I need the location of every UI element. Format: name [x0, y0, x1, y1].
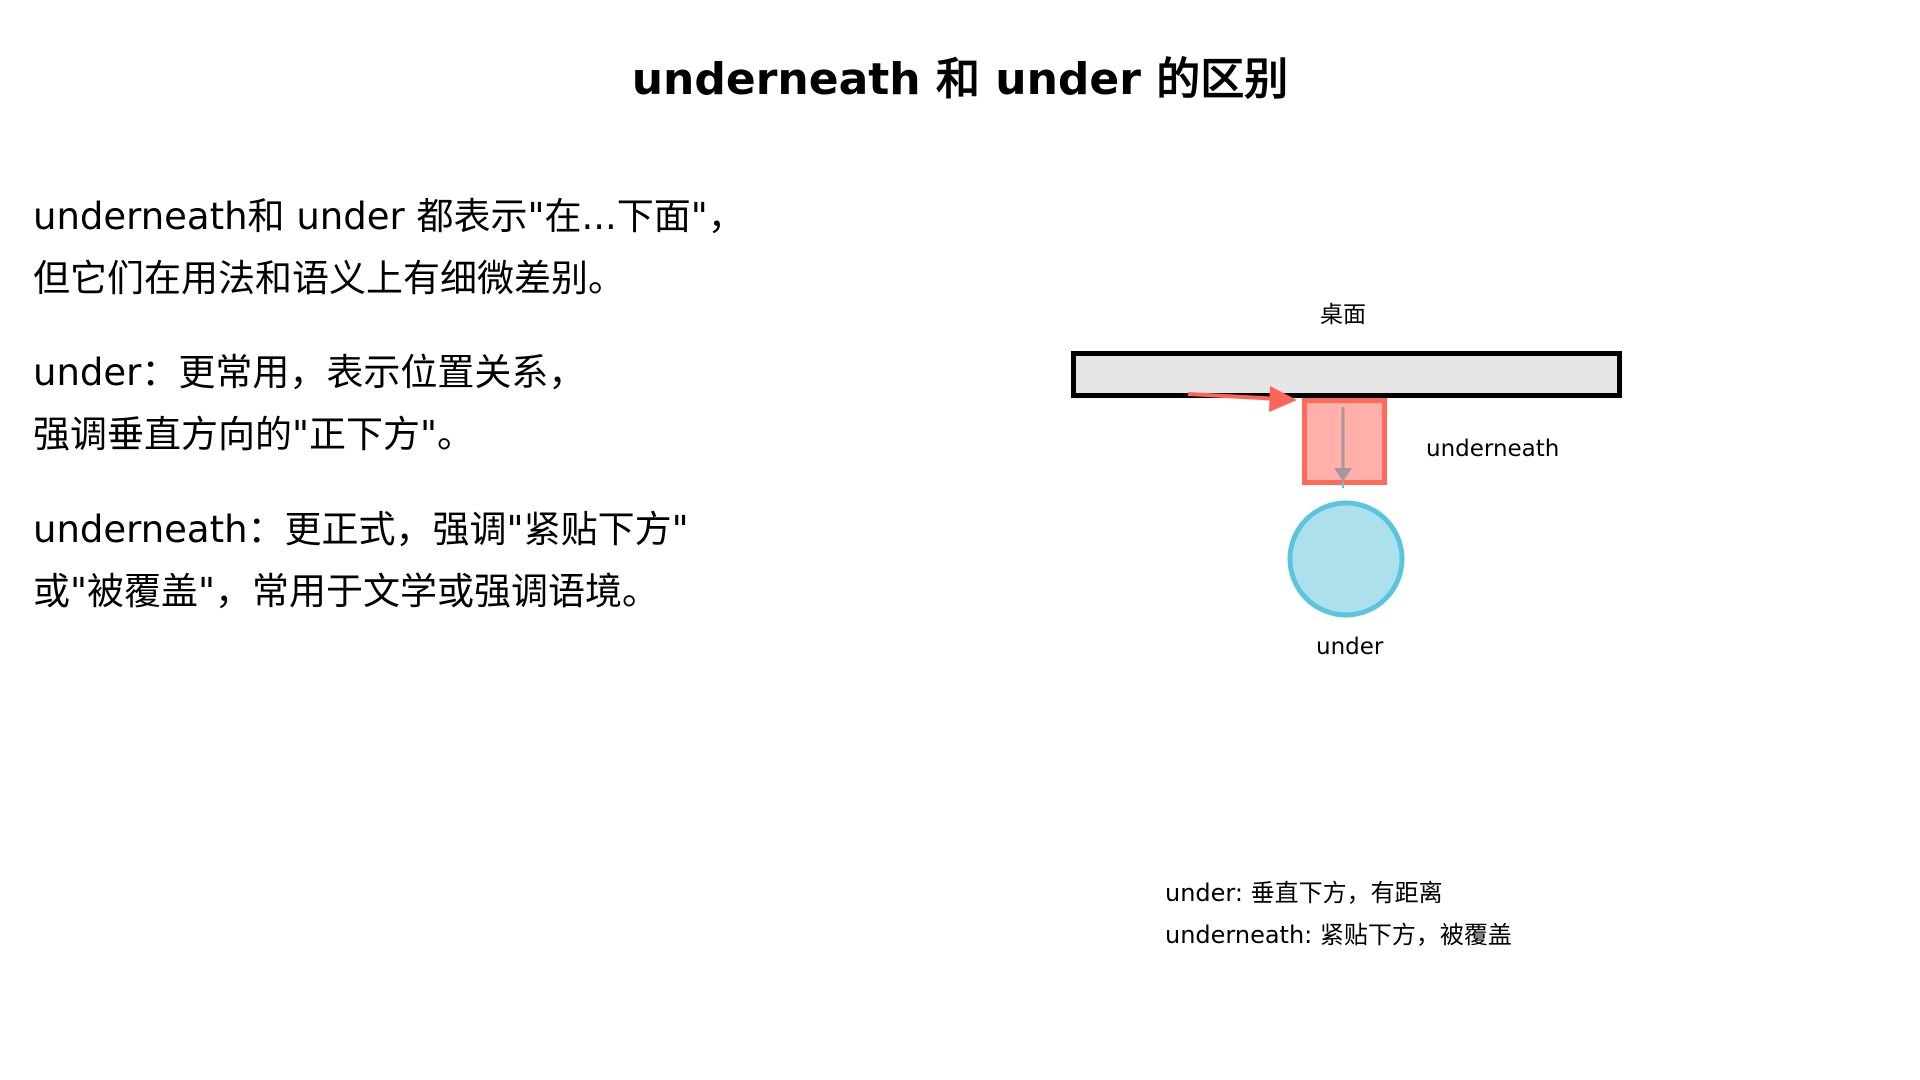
legend-item-underneath: underneath: 紧贴下方，被覆盖 [1165, 921, 1512, 949]
under-line-1: under：更常用，表示位置关系， [33, 351, 586, 394]
page-title: underneath 和 under 的区别 [631, 54, 1289, 105]
underneath-line-1: underneath：更正式，强调"紧贴下方" [33, 508, 689, 551]
under-paragraph: under：更常用，表示位置关系， 强调垂直方向的"正下方"。 [33, 342, 585, 466]
intro-line-2: 但它们在用法和语义上有细微差别。 [33, 257, 625, 300]
underneath-paragraph: underneath：更正式，强调"紧贴下方" 或"被覆盖"，常用于文学或强调语… [33, 499, 689, 623]
pointer-arrowhead-icon [1269, 386, 1297, 412]
down-arrow-head-icon [1334, 468, 1352, 482]
legend: under: 垂直下方，有距离 underneath: 紧贴下方，被覆盖 [1165, 872, 1512, 956]
intro-paragraph: underneath和 under 都表示"在...下面"， 但它们在用法和语义… [33, 186, 745, 310]
pointer-arrow-icon [1187, 392, 1281, 401]
under-label: under [1316, 634, 1384, 660]
intro-line-1: underneath和 under 都表示"在...下面"， [33, 195, 745, 238]
underneath-label: underneath [1426, 436, 1560, 462]
table-surface [1071, 351, 1622, 398]
table-label: 桌面 [1320, 302, 1366, 328]
underneath-line-2: 或"被覆盖"，常用于文学或强调语境。 [33, 570, 660, 613]
legend-item-under: under: 垂直下方，有距离 [1165, 879, 1443, 907]
under-circle [1287, 500, 1405, 618]
under-line-2: 强调垂直方向的"正下方"。 [33, 413, 475, 456]
